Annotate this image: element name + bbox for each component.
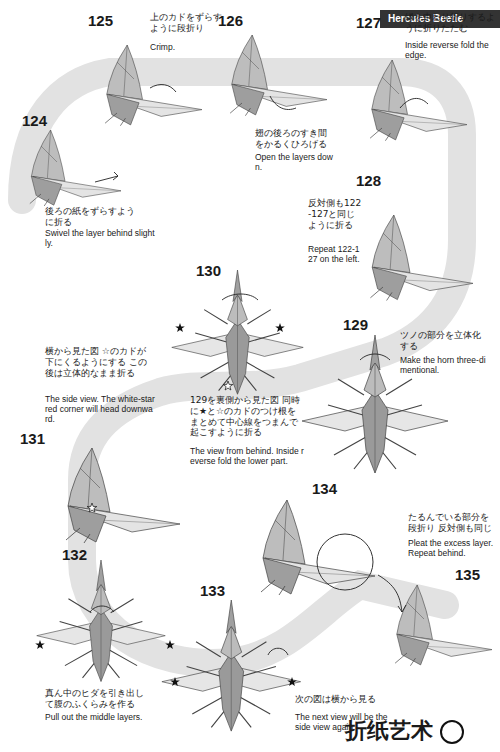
english-instruction: Repeat 122-127 on the left. [308, 244, 360, 264]
japanese-instruction: 次の図は横から見る [295, 694, 390, 705]
step-number: 133 [200, 582, 234, 600]
black-star [170, 677, 180, 686]
step-133-model [162, 600, 301, 731]
step-125-model [105, 45, 202, 126]
japanese-instruction: ツノの部分を立体化する [400, 330, 485, 352]
japanese-instruction: 後ろの紙をずらすように折る [45, 206, 137, 228]
step-124-model [30, 130, 121, 206]
japanese-instruction: 反対側も122-127と同じように折る [308, 198, 362, 230]
step-number: 134 [312, 480, 346, 498]
step-number: 128 [356, 172, 390, 190]
english-instruction: Pull out the middle layers. [45, 712, 150, 722]
step-134-model [261, 500, 375, 595]
watermark: 折纸艺术 [345, 718, 445, 744]
japanese-instruction: 上のカドをずらすように段折り [150, 12, 222, 34]
rotate-arrow [268, 648, 288, 655]
japanese-instruction: 横から見た図 ☆のカドが下にくるようにする この後は立体的なまま折る [45, 346, 150, 378]
step-number: 124 [22, 112, 56, 130]
view-arrow [378, 575, 406, 612]
step-number: 130 [196, 262, 230, 280]
step-130-model [172, 270, 303, 394]
fold-arrows [90, 85, 428, 655]
japanese-instruction: 翅の後ろのすき間をかるくひろげる [255, 128, 329, 150]
fold-arrow [270, 96, 296, 110]
star-marks [35, 323, 297, 686]
step-127-model [370, 60, 467, 141]
japanese-instruction: 真ん中のヒダを引き出して腹のふくらみを作る [45, 688, 150, 710]
step-131-model [66, 448, 180, 543]
english-instruction: Pleat the excess layer. Repeat behind. [408, 538, 496, 558]
fold-arrow [400, 98, 428, 108]
english-instruction: The view from behind. Inside reverse fol… [190, 446, 305, 466]
sequence-band [22, 72, 462, 663]
black-star [165, 640, 175, 649]
step-number: 129 [343, 316, 377, 334]
english-instruction: Crimp. [150, 42, 210, 52]
white-star [223, 381, 233, 390]
english-instruction: The side view. The white-starred corner … [45, 394, 155, 425]
step-126-model [230, 35, 327, 116]
step-number: 126 [218, 12, 252, 30]
fold-arrow [150, 85, 176, 92]
step-number: 135 [455, 566, 489, 584]
english-instruction: Open the layers down. [255, 152, 333, 172]
japanese-instruction: 129を裏側から見た図 同時に★と☆のカドのつけ根をまとめて中心線をつまんで起こ… [190, 395, 305, 438]
step-number: 132 [62, 546, 96, 564]
step-number: 125 [88, 12, 122, 30]
rotate-arrow [222, 294, 258, 300]
step-132-model [37, 560, 165, 681]
step-number: 131 [20, 430, 54, 448]
black-star [275, 323, 285, 332]
black-star [35, 640, 45, 649]
black-star [287, 677, 297, 686]
english-instruction: Inside reverse fold the edge. [405, 40, 490, 60]
english-instruction: Swivel the layer behind slightly. [45, 228, 155, 248]
fold-arrow [95, 172, 118, 182]
white-star [87, 503, 97, 512]
rotate-arrow [360, 354, 390, 360]
english-instruction: Make the horn three-dimentional. [400, 355, 490, 375]
black-star [175, 323, 185, 332]
detail-circle [317, 534, 373, 590]
fold-arrow [90, 606, 114, 612]
watermark-logo [441, 721, 463, 743]
step-number: 127 [356, 14, 390, 32]
japanese-instruction: 縁を中わり折りするように折りたたむ [405, 12, 495, 34]
step-135-model [395, 585, 492, 666]
step-128-model [370, 215, 473, 301]
japanese-instruction: たるんでいる部分を段折り 反対側も同じ [408, 512, 496, 534]
